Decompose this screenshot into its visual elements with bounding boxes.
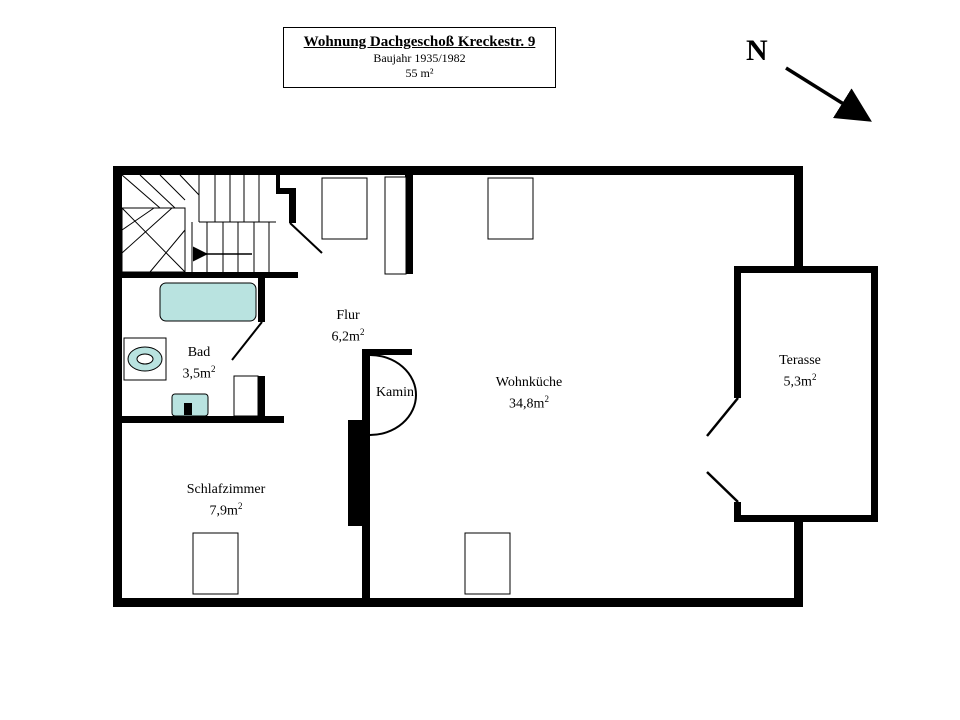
skylights <box>192 177 534 595</box>
room-name-schlafzimmer: Schlafzimmer <box>186 482 266 497</box>
washbasin-tap <box>184 403 192 415</box>
bath-wall-right-upper <box>258 278 265 322</box>
partition-wall-bottom <box>362 422 370 607</box>
terrace-wall-left-upper <box>734 266 741 398</box>
skylight-bedroom <box>192 532 239 595</box>
title-block: Wohnung Dachgeschoß Kreckestr. 9 Baujahr… <box>283 27 556 88</box>
bathtub <box>159 282 257 322</box>
stair-wall-bottom <box>113 272 298 278</box>
hall-partition <box>405 166 413 274</box>
terrace-wall-top <box>734 266 878 273</box>
terrace-wall-left-lower <box>734 502 741 522</box>
room-name-terasse: Terasse <box>779 353 821 368</box>
stair-notch-v <box>289 188 296 223</box>
wall-left <box>113 166 122 607</box>
room-name-flur: Flur <box>336 308 360 323</box>
room-label-flur: Flur 6,2m2 <box>316 307 380 346</box>
room-area-wohnkueche: 34,8m2 <box>509 394 549 412</box>
wall-bottom <box>113 598 803 607</box>
terrace-door-upper <box>706 397 739 437</box>
room-area-schlafzimmer: 7,9m2 <box>209 501 243 519</box>
bath-door <box>231 321 263 361</box>
shower-cabinet <box>233 375 259 417</box>
staircase <box>121 174 276 273</box>
stair-notch-h2 <box>274 175 280 193</box>
stair-door <box>289 222 323 254</box>
bath-wall-bottom <box>113 416 284 423</box>
terrace-door-lower <box>706 471 739 503</box>
room-name-bad: Bad <box>187 345 211 360</box>
fireplace-block <box>348 420 364 526</box>
wall-right-lower <box>794 515 803 607</box>
wall-right-upper <box>794 166 803 270</box>
plan-title: Wohnung Dachgeschoß Kreckestr. 9 <box>303 34 536 50</box>
room-label-terasse: Terasse 5,3m2 <box>762 352 838 391</box>
room-area-flur: 6,2m2 <box>331 327 365 345</box>
kamin-wall-top <box>362 349 412 355</box>
north-arrow <box>785 66 872 122</box>
chimney-column <box>384 176 407 275</box>
terrace-wall-bottom <box>734 515 878 522</box>
room-label-schlafzimmer: Schlafzimmer 7,9m2 <box>172 481 280 520</box>
plan-year: Baujahr 1935/1982 <box>373 51 466 65</box>
toilet-seat <box>136 353 154 365</box>
bathroom-fixtures <box>123 282 259 417</box>
stair-notch-h1 <box>274 188 296 194</box>
wall-top <box>113 166 803 175</box>
room-area-terasse: 5,3m2 <box>783 372 817 390</box>
plan-size: 55 m² <box>405 66 434 80</box>
skylight-living-top <box>487 177 534 240</box>
room-name-kamin: Kamin <box>375 385 415 400</box>
skylight-living-bottom <box>464 532 511 595</box>
bath-wall-right-lower <box>258 376 265 420</box>
room-label-wohnkueche: Wohnküche 34,8m2 <box>478 374 580 413</box>
terrace-wall-right <box>871 266 878 522</box>
skylight-hall <box>321 177 368 240</box>
kamin-arc <box>369 354 417 436</box>
walls <box>113 166 878 607</box>
room-label-kamin: Kamin <box>371 384 419 401</box>
partition-wall-top <box>362 349 370 422</box>
room-area-bad: 3,5m2 <box>182 364 216 382</box>
north-label: N <box>746 34 768 67</box>
room-label-bad: Bad 3,5m2 <box>170 344 228 383</box>
room-name-wohnkueche: Wohnküche <box>495 375 563 390</box>
